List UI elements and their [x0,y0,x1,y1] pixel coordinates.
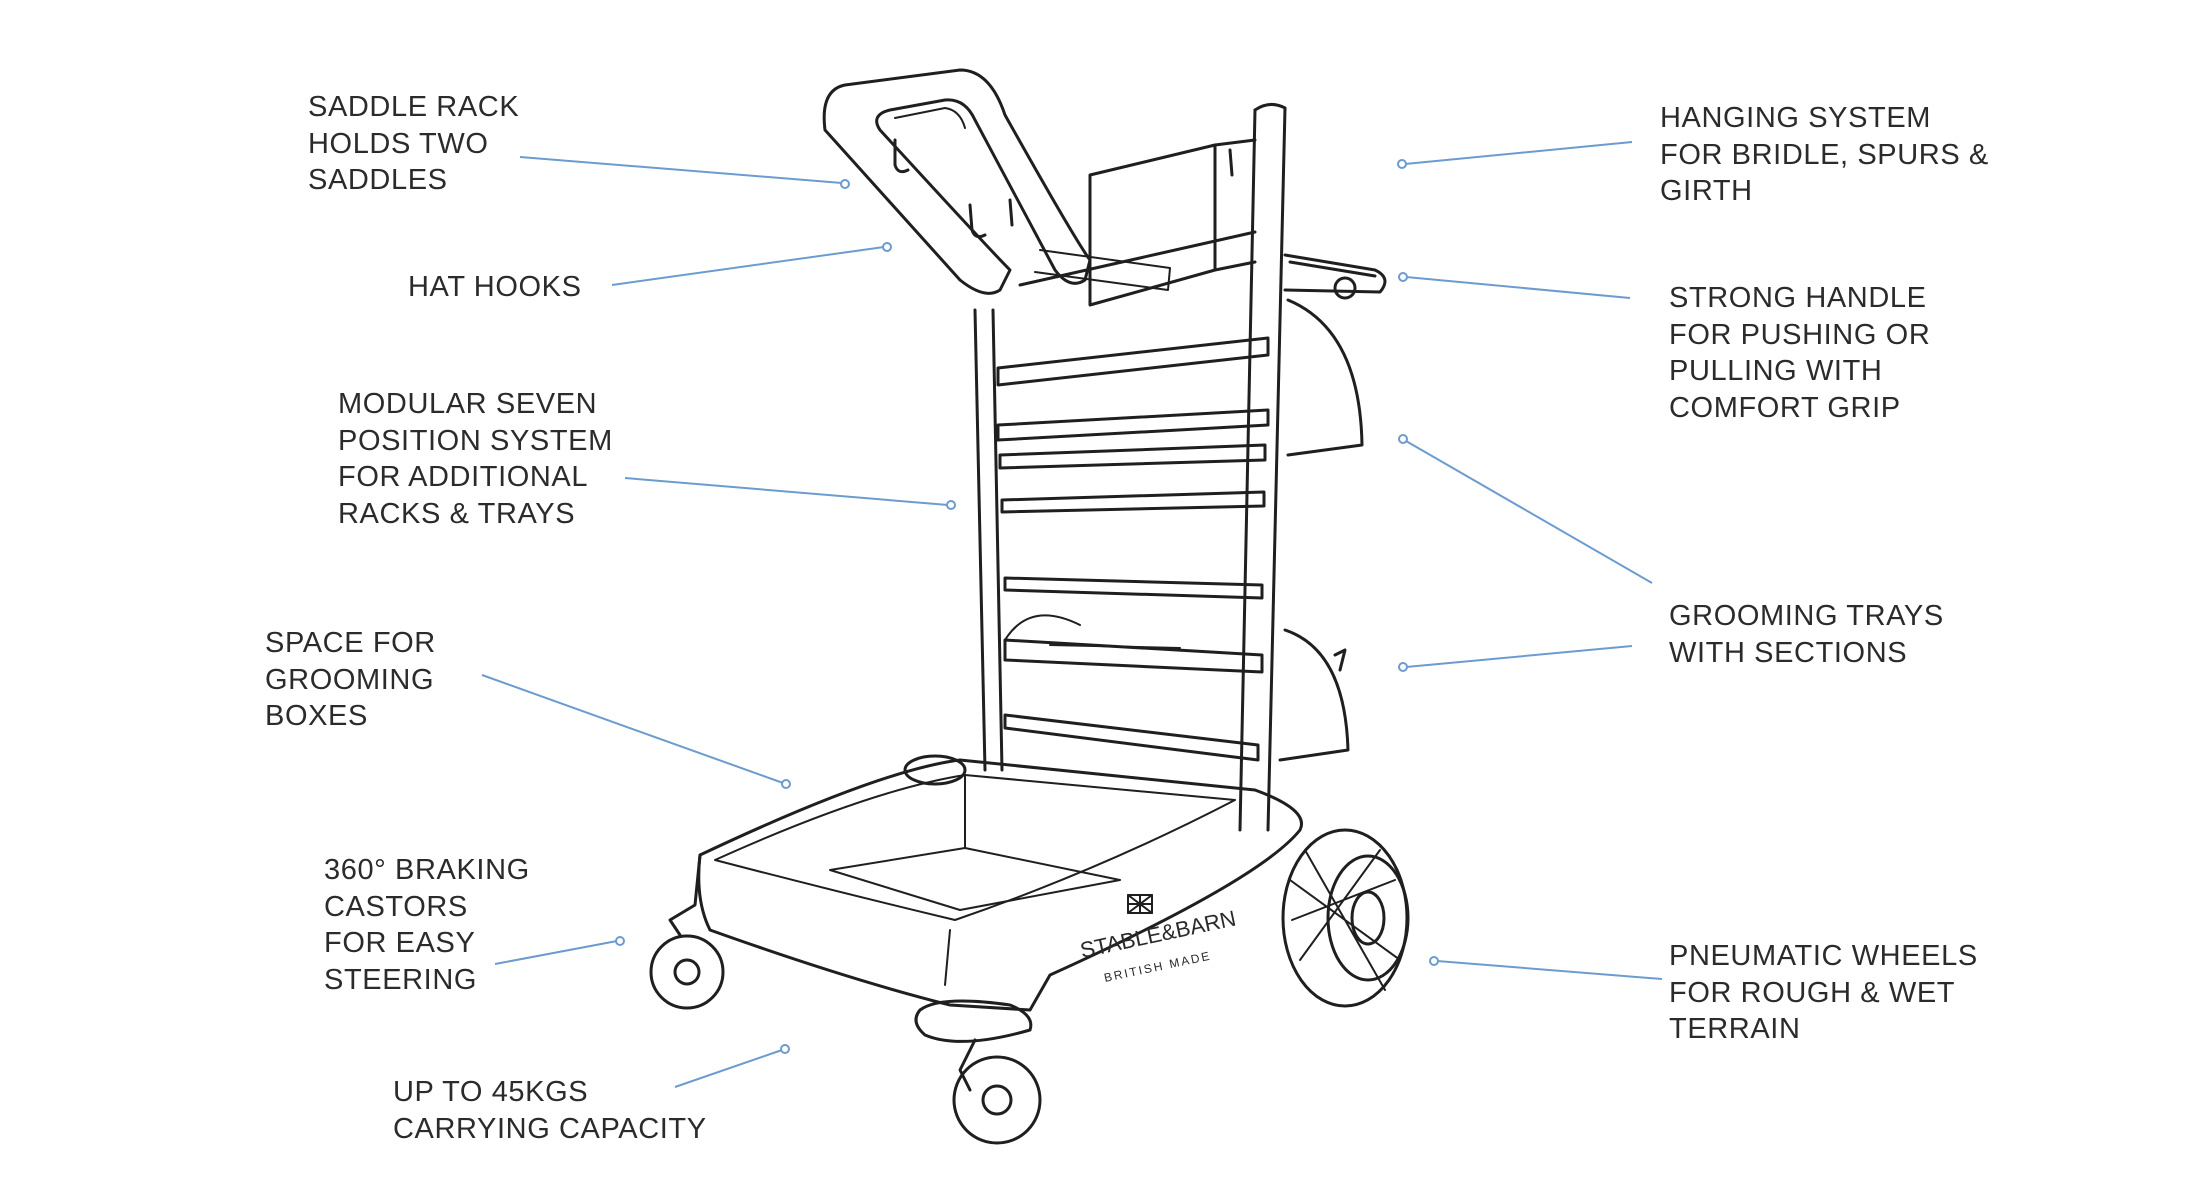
leader-saddle-rack [519,156,843,184]
callout-line: FOR EASY [324,927,476,959]
callout-grooming-trays: GROOMING TRAYS WITH SECTIONS [1669,598,1944,671]
leader-dot-hat-hooks [882,242,892,252]
callout-line: CASTORS [324,890,468,923]
leader-strong-handle [1405,276,1631,299]
callout-line: SPACE FOR [265,627,436,659]
callout-line: FOR BRIDLE, SPURS & [1660,138,1989,171]
callout-line: GROOMING TRAYS [1669,600,1944,632]
leader-pneumatic-wheels [1436,960,1663,980]
leader-dot-grooming-trays-upper [1398,434,1408,444]
callout-capacity: UP TO 45KGS CARRYING CAPACITY [393,1074,707,1147]
brand-name: STABLE&BARN [1078,905,1238,962]
leader-grooming-trays-lower [1405,645,1633,668]
callout-grooming-boxes: SPACE FOR GROOMING BOXES [265,625,436,735]
brand-logo: STABLE&BARN BRITISH MADE [1078,894,1238,985]
callout-line: GIRTH [1660,175,1753,207]
leader-lines [481,141,1663,1088]
leader-hat-hooks [611,246,885,286]
leader-grooming-boxes [481,674,784,784]
leader-dot-saddle-rack [840,179,850,189]
callout-line: HOLDS TWO [308,127,489,160]
leader-grooming-trays-upper [1405,440,1653,584]
callout-line: SADDLES [308,164,448,196]
leader-dot-modular-system [946,500,956,510]
leader-dot-hanging-system [1397,159,1407,169]
callout-line: FOR PUSHING OR [1669,318,1931,351]
callout-line: COMFORT GRIP [1669,391,1901,424]
callout-pneumatic-wheels: PNEUMATIC WHEELS FOR ROUGH & WET TERRAIN [1669,938,1978,1048]
callout-line: PULLING WITH [1669,355,1883,387]
leader-dot-grooming-boxes [781,779,791,789]
callout-line: FOR ROUGH & WET [1669,976,1956,1009]
leader-hanging-system [1404,141,1633,165]
leader-dot-grooming-trays-lower [1398,662,1408,672]
callout-line: POSITION SYSTEM [338,424,613,457]
leader-dot-pneumatic-wheels [1429,956,1439,966]
leader-dot-braking-castors [615,936,625,946]
leader-dot-strong-handle [1398,272,1408,282]
callout-strong-handle: STRONG HANDLE FOR PUSHING OR PULLING WIT… [1669,280,1930,426]
callout-braking-castors: 360° BRAKING CASTORS FOR EASY STEERING [324,852,530,998]
callout-line: GROOMING [265,663,435,696]
callout-line: CARRYING CAPACITY [393,1112,707,1145]
leader-modular-system [624,477,949,506]
callout-line: MODULAR SEVEN [338,388,598,420]
callout-line: STRONG HANDLE [1669,282,1927,314]
callout-hanging-system: HANGING SYSTEM FOR BRIDLE, SPURS & GIRTH [1660,100,1989,210]
leader-braking-castors [494,940,618,965]
callout-hat-hooks: HAT HOOKS [408,269,582,306]
leader-dot-capacity [780,1044,790,1054]
callout-line: FOR ADDITIONAL [338,461,589,493]
callout-saddle-rack: SADDLE RACK HOLDS TWO SADDLES [308,89,519,199]
callout-line: 360° BRAKING [324,854,530,886]
callout-line: UP TO 45KGS [393,1076,589,1108]
callout-line: SADDLE RACK [308,91,520,123]
cart-illustration [649,68,1410,1145]
callout-line: PNEUMATIC WHEELS [1669,940,1978,972]
callout-line: RACKS & TRAYS [338,497,576,530]
callout-modular-system: MODULAR SEVEN POSITION SYSTEM FOR ADDITI… [338,386,613,532]
callout-line: STEERING [324,963,478,996]
leader-capacity [674,1049,783,1088]
callout-line: TERRAIN [1669,1013,1801,1045]
callout-line: WITH SECTIONS [1669,636,1908,669]
callout-line: BOXES [265,700,368,732]
callout-line: HANGING SYSTEM [1660,102,1932,134]
callout-line: HAT HOOKS [408,271,582,303]
